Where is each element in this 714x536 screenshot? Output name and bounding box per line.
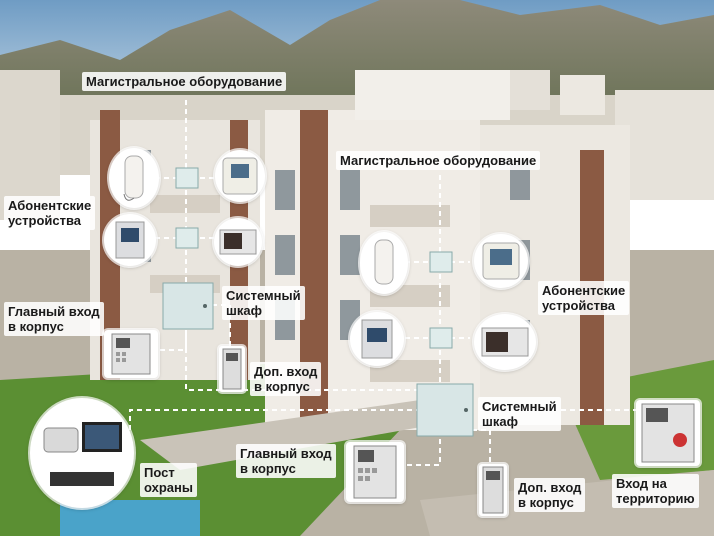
door-panel-icon [479,464,507,516]
door-panel-icon [104,330,158,378]
door-panel-icon [219,346,245,392]
door-panel-icon [636,400,700,466]
video-monitor-icon [474,314,536,370]
handset-phone-icon [109,148,159,208]
door-panel-icon [346,442,404,502]
video-monitor-icon [214,218,262,266]
guard-post-label: Пост охраны [140,463,197,497]
extra-entrance-label-left: Доп. вход в корпус [250,362,322,396]
system-cabinet-label-right: Системный шкаф [478,397,561,431]
video-monitor-icon [474,234,528,288]
subscriber-devices-label-left: Абонентские устройства [4,196,96,230]
video-monitor-icon [350,312,404,366]
system-cabinet-icon [162,282,474,437]
main-entrance-label-left: Главный вход в корпус [4,302,104,336]
handset-phone-icon [360,232,408,294]
video-monitor-icon [104,214,156,266]
guard-station-icon [30,398,134,508]
main-entrance-label-bottom: Главный вход в корпус [236,444,336,478]
junction-box-icon [175,167,453,349]
handset-phone-icon [215,150,265,202]
system-cabinet-label-left: Системный шкаф [222,286,305,320]
subscriber-devices-label-right: Абонентские устройства [538,281,630,315]
extra-entrance-label-bottom: Доп. вход в корпус [514,478,586,512]
trunk-equipment-label-top: Магистральное оборудование [82,72,287,91]
territory-entrance-label: Вход на территорию [612,474,699,508]
trunk-equipment-label-mid: Магистральное оборудование [336,151,541,170]
